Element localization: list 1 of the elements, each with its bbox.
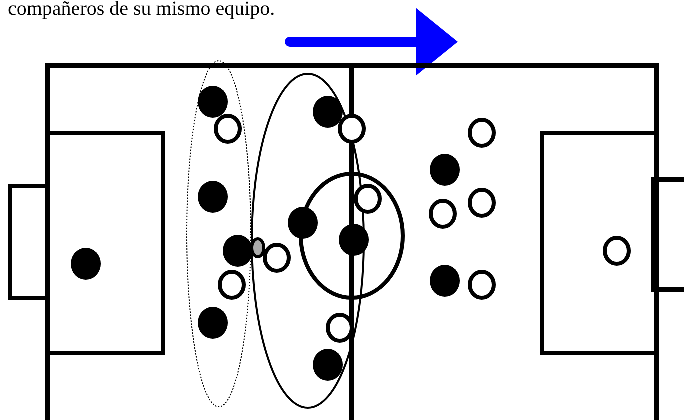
caption-text: compañeros de su mismo equipo.: [8, 0, 276, 21]
